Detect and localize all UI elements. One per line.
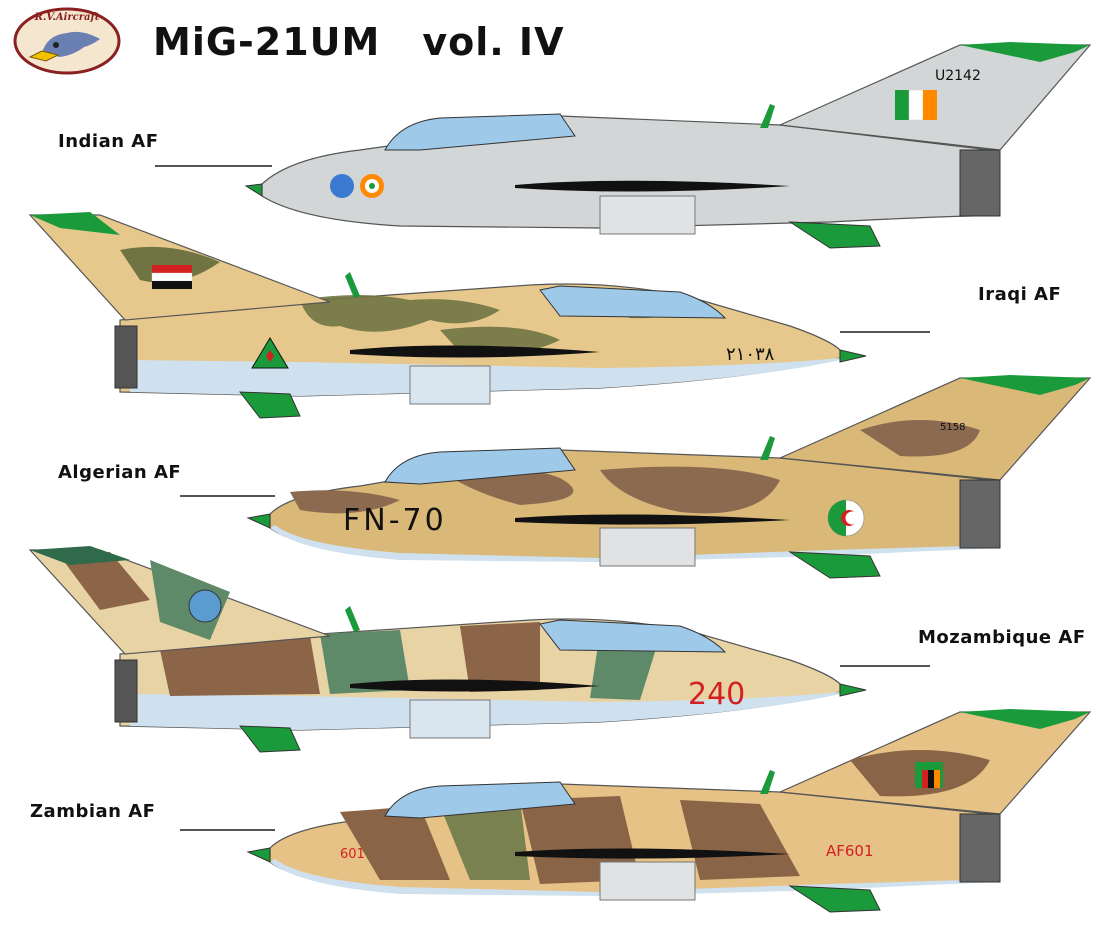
serial-iraqi: ٢١٠٣٨ [726,344,775,365]
fin-flag-iraqi [152,265,192,273]
brand-logo-text: R.V.Aircraft [34,12,100,23]
serial-indian: U2142 [935,68,981,84]
label-zambian-af: Zambian AF [30,801,156,822]
label-indian-af: Indian AF [58,131,159,152]
serial-mozambique: 240 [688,677,745,712]
label-iraqi-af: Iraqi AF [978,284,1062,305]
page-title: MiG-21UM vol. IV [153,20,564,64]
brand-logo: R.V.Aircraft [13,7,121,75]
fin-flag-ireland-style [895,90,909,120]
serial-algerian: FN-70 [343,503,447,538]
serial-zambian: AF601 [826,842,874,860]
title-text: MiG-21UM [153,20,381,64]
label-algerian-af: Algerian AF [58,462,182,483]
squadron-badge-indian [330,174,354,198]
fin-flag-zambian [915,762,943,788]
tail-serial-algerian: 5158 [940,422,965,433]
volume-text: vol. IV [422,20,565,64]
label-mozambique-af: Mozambique AF [918,627,1086,648]
squadron-badge-mozambique [188,589,222,623]
nose-number-zambian: 601 [340,847,365,862]
